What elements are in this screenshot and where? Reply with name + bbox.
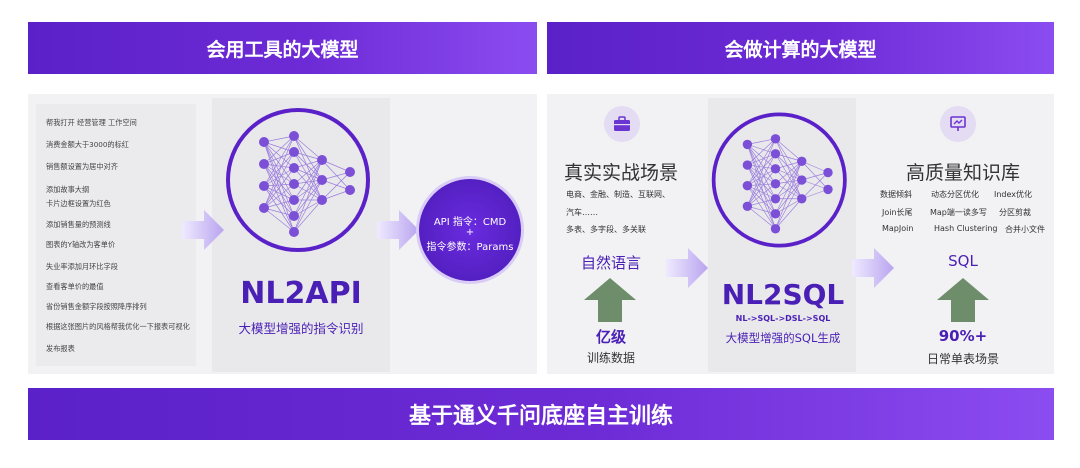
- network-node: [823, 185, 832, 194]
- command-item: 省份销售金额字段按照降序排列: [46, 302, 147, 312]
- network-node: [743, 181, 752, 190]
- command-item: 卡片边框设置为红色: [46, 199, 111, 209]
- briefcase-icon-badge: [604, 106, 640, 142]
- scene-line1: 电商、金融、制造、互联网、: [566, 189, 670, 200]
- network-node: [771, 224, 780, 233]
- network-node: [771, 164, 780, 173]
- knowledge-tag: 数据倾斜: [880, 189, 912, 200]
- command-item: 失业率添加月环比字段: [46, 262, 118, 272]
- command-item: 根据这张图片的风格帮我优化一下报表可视化: [46, 322, 190, 332]
- nl2sql-title: NL2SQL: [708, 278, 858, 311]
- command-item: 帮我打开 经营管理 工作空间: [46, 118, 137, 128]
- neural-network-icon: [222, 100, 382, 260]
- network-node: [771, 194, 780, 203]
- nl2sql-subtitle: 大模型增强的SQL生成: [708, 330, 858, 346]
- scale-small: 训练数据: [566, 349, 656, 366]
- command-item: 发布报表: [46, 344, 75, 354]
- network-node: [259, 137, 269, 147]
- network-node: [797, 175, 806, 184]
- api-params-text: 指令参数：Params: [419, 238, 521, 253]
- network-node: [771, 149, 780, 158]
- left-banner: 会用工具的大模型: [28, 22, 537, 74]
- network-node: [345, 167, 355, 177]
- knowledge-title: 高质量知识库: [898, 158, 1028, 185]
- network-node: [317, 175, 327, 185]
- bottom-banner: 基于通义千问底座自主训练: [28, 388, 1054, 440]
- network-node: [289, 147, 299, 157]
- network-node: [289, 163, 299, 173]
- command-item: 消费金额大于3000的标红: [46, 140, 129, 150]
- presentation-icon-badge: [940, 106, 976, 142]
- network-node: [259, 203, 269, 213]
- network-node: [797, 157, 806, 166]
- plus-text: +: [419, 228, 521, 238]
- api-output-circle: API 指令：CMD + 指令参数：Params: [416, 176, 524, 284]
- network-node: [797, 194, 806, 203]
- knowledge-tag: 动态分区优化: [931, 189, 979, 200]
- network-node: [771, 209, 780, 218]
- knowledge-tag: 分区剪裁: [999, 207, 1031, 218]
- network-node: [317, 195, 327, 205]
- arrow-right-icon: [377, 208, 419, 252]
- right-banner: 会做计算的大模型: [547, 22, 1054, 74]
- network-node: [345, 185, 355, 195]
- neural-network-icon: [708, 100, 858, 260]
- scene-title: 真实实战场景: [564, 158, 678, 185]
- knowledge-tag: Index优化: [994, 189, 1032, 200]
- command-list: 帮我打开 经营管理 工作空间 消费金额大于3000的标红 销售额设置为居中对齐 …: [36, 104, 196, 366]
- scene-line2: 汽车……: [566, 207, 598, 218]
- command-item: 图表的Y轴改为客单价: [46, 240, 115, 250]
- percent-value: 90%+: [918, 327, 1008, 345]
- command-item: 销售额设置为居中对齐: [46, 162, 118, 172]
- network-node: [823, 168, 832, 177]
- arrow-up-icon: [584, 278, 636, 322]
- network-node: [289, 211, 299, 221]
- bottom-banner-title: 基于通义千问底座自主训练: [409, 398, 673, 430]
- network-node: [259, 159, 269, 169]
- network-node: [289, 227, 299, 237]
- network-node: [743, 140, 752, 149]
- knowledge-tag: 合并小文件: [1005, 224, 1045, 235]
- scale-big: 亿级: [566, 326, 656, 347]
- api-command-text: API 指令：CMD: [419, 213, 521, 228]
- network-node: [289, 131, 299, 141]
- right-banner-title: 会做计算的大模型: [724, 35, 876, 62]
- scene-line3: 多表、多字段、多关联: [566, 224, 646, 235]
- percent-label: 日常单表场景: [908, 350, 1018, 367]
- knowledge-tag: Map端一读多写: [930, 207, 987, 218]
- sql-label: SQL: [918, 252, 1008, 270]
- arrow-right-icon: [852, 246, 894, 290]
- natural-language-label: 自然语言: [566, 252, 656, 273]
- knowledge-tag: Join长尾: [882, 207, 913, 218]
- nl2api-subtitle: 大模型增强的指令识别: [212, 318, 390, 337]
- network-node: [771, 179, 780, 188]
- arrow-up-icon: [937, 278, 989, 322]
- arrow-right-icon: [182, 208, 224, 252]
- left-banner-title: 会用工具的大模型: [206, 35, 358, 62]
- nl2api-title: NL2API: [212, 276, 390, 311]
- arrow-right-icon: [666, 246, 708, 290]
- command-item: 添加销售量的预测线: [46, 220, 111, 230]
- network-node: [259, 181, 269, 191]
- network-node: [289, 195, 299, 205]
- presentation-icon: [949, 116, 967, 132]
- network-node: [317, 155, 327, 165]
- briefcase-icon: [613, 116, 631, 132]
- network-node: [289, 179, 299, 189]
- network-node: [771, 134, 780, 143]
- command-item: 添加故事大纲: [46, 185, 89, 195]
- nl2sql-pipeline: NL->SQL->DSL->SQL: [708, 314, 858, 323]
- knowledge-tag: MapJoin: [882, 224, 913, 233]
- network-node: [743, 202, 752, 211]
- knowledge-tag: Hash Clustering: [934, 224, 997, 233]
- command-item: 查看客单价的最值: [46, 282, 104, 292]
- network-node: [743, 160, 752, 169]
